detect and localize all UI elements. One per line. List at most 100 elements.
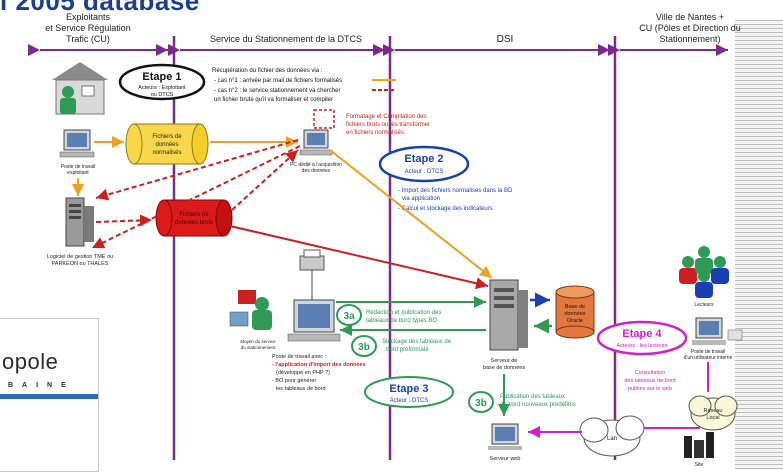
- people-icon-lecteurs: [679, 246, 729, 298]
- step-3b2-oval: [468, 391, 494, 413]
- step-3b-oval: [351, 335, 377, 357]
- poste-dtcs-label-4: - BO pour générer: [272, 378, 316, 384]
- fichiers-normalises-label-2: données: [155, 142, 178, 148]
- lecteurs-label: Lecteurs: [694, 302, 714, 308]
- recup-note-title: Récupération du fichier des données via …: [212, 68, 323, 74]
- page-title-fragment: l 2005 database: [0, 0, 200, 16]
- import-note-2: via application: [402, 196, 440, 202]
- poste-lecteur-label-2: d'un utilisateur interne: [684, 355, 733, 361]
- arrow-bruts-to-pc: [231, 149, 299, 211]
- column-header-ville-line3: Stationnement): [659, 34, 720, 44]
- poste-dtcs-label-1: Poste de travail avec :: [272, 354, 327, 360]
- step-3b-label: 3b: [358, 342, 370, 353]
- step-3b-note-1: Stockage des tableaux de: [382, 339, 452, 345]
- etape-3-subtitle: Acteur : DTCS: [390, 398, 429, 404]
- fichiers-normalises-label-3: normalisés: [152, 150, 181, 156]
- lan-label: Lan: [607, 436, 617, 442]
- consult-note-1: Consultation: [635, 370, 666, 376]
- logiciel-label-1: Logiciel de gestion TME ou: [47, 254, 113, 260]
- computer-icon-poste-dtcs: [287, 299, 341, 342]
- etape-2-title: Etape 2: [404, 153, 443, 165]
- arrow-pc-to-logiciel: [91, 145, 301, 249]
- step-3b2-label: 3b: [475, 398, 487, 409]
- oracle-label-1: Base de: [565, 304, 585, 310]
- site-label: Site: [695, 462, 704, 468]
- step-3b-note-2: bord préformaté: [386, 347, 429, 353]
- fichiers-bruts-label-1: Fichiers de: [179, 212, 209, 218]
- server-icon-database: [489, 279, 528, 351]
- database-cylinder-oracle: [555, 285, 595, 339]
- column-header-dsi: DSI: [497, 34, 514, 45]
- etape-1-subtitle2: ou DTCS: [151, 92, 174, 98]
- serveur-bd-label-2: base de données: [483, 365, 525, 371]
- fichiers-normalises-label-1: Fichiers de: [152, 134, 182, 140]
- computer-icon-serveur-web: [488, 423, 522, 450]
- computer-icon-exploitant: [59, 129, 95, 158]
- column-header-dtcs: Service du Stationnement de la DTCS: [210, 34, 362, 44]
- computer-icon-pc-dedie: [299, 129, 333, 156]
- column-header-ville-line2: CU (Pôles et Direction du: [639, 23, 741, 33]
- formatage-note-2: fichiers bruts ou les transformer: [346, 122, 430, 128]
- step-3b2-note-2: de bord nouveaux prédéfinis: [500, 402, 576, 408]
- oracle-label-2: données: [564, 311, 585, 317]
- import-note-1: - Import des fichiers normalisés dans la…: [398, 188, 513, 194]
- right-edge-stripes: [735, 20, 783, 470]
- etape-4-title: Etape 4: [622, 328, 662, 340]
- serveur-bd-label-1: Serveur de: [491, 358, 518, 364]
- fichiers-bruts-cylinder: [155, 199, 233, 237]
- arrow-logiciel-to-bruts: [95, 214, 153, 227]
- poste-dtcs-label-5: les tableaux de bord: [276, 386, 326, 392]
- etape-1-oval: [118, 63, 206, 101]
- reseau-local-label-2: Local: [706, 415, 719, 421]
- consult-note-2: des tableaux de bord: [624, 378, 675, 384]
- formatage-note-1: Formatage et Compilation des: [346, 114, 426, 120]
- computer-icon-poste-lecteur: [692, 317, 743, 345]
- printer-icon: [299, 249, 325, 271]
- arrow-pc-to-exploitant-red: [95, 139, 299, 201]
- person-icon-moyen-service: [229, 290, 272, 330]
- poste-dtcs-label-2: - l'application d'import des données: [272, 362, 366, 368]
- fichiers-bruts-label-2: données bruts: [175, 220, 213, 226]
- etape-4-subtitle: Acteurs : les lecteurs: [616, 343, 667, 349]
- cloud-icon-reseau-local: [688, 395, 738, 431]
- column-header-exploitants-line3: Trafic (CU): [66, 34, 110, 44]
- pc-dedie-label-1: PC dédié à l'acquisition: [290, 162, 342, 168]
- arrow-pc-to-server-orange: [329, 149, 493, 279]
- logo-bar: [0, 394, 98, 399]
- logiciel-label-2: PARKEON ou THALES: [52, 261, 109, 267]
- step-3b2-note-1: Publication des tableaux: [500, 394, 565, 400]
- step-3a-note-2: tableaux de bord types BO: [366, 318, 437, 324]
- column-header-exploitants-line2: et Service Régulation: [45, 23, 131, 33]
- poste-exploitant-label-2: exploitant: [67, 170, 89, 176]
- etape-1-title: Etape 1: [142, 71, 181, 83]
- oracle-label-3: Oracle: [567, 318, 583, 324]
- etape-3-title: Etape 3: [389, 383, 428, 395]
- moyen-service-label-2: du stationnement: [241, 345, 276, 350]
- etape-3-oval: [364, 376, 454, 408]
- etape-1-subtitle: Acteurs : Exploitant: [138, 85, 186, 91]
- logo-text: opole: [2, 349, 59, 374]
- reseau-local-label-1: Réseau: [704, 408, 723, 414]
- poste-dtcs-label-3: (développé en PHP ?): [276, 370, 330, 376]
- poste-lecteur-label-1: Poste de travail: [691, 349, 725, 355]
- step-3a-label: 3a: [343, 311, 355, 322]
- recup-note-2: - cas n°2 : le service stationnement va …: [214, 88, 340, 94]
- house-icon: [52, 62, 108, 115]
- formatage-note-3: en fichiers normalisés: [346, 130, 404, 136]
- etape-4-oval: [596, 320, 688, 356]
- etape-2-oval: [378, 145, 470, 183]
- import-note-3: - Calcul et stockage des indicateurs: [398, 206, 493, 212]
- column-header-exploitants-line1: Exploitants: [66, 12, 111, 22]
- etape-2-subtitle: Acteur : DTCS: [405, 169, 444, 175]
- recup-note-3: un fichier brute qu'il va formaliser et …: [214, 97, 333, 103]
- step-3a-note-1: Rédaction et publication des: [366, 310, 441, 316]
- logo-subtext: BAINE: [8, 382, 75, 389]
- poste-exploitant-label-1: Poste de travail: [61, 164, 95, 170]
- consult-note-3: publiés sur le web: [628, 386, 672, 392]
- logo-box: opole BAINE: [0, 318, 99, 472]
- moyen-service-label-1: Moyen du service: [240, 339, 276, 344]
- fichiers-normalises-cylinder: [125, 123, 209, 165]
- recup-note-1: - cas n°1 : arrivée par mail de fichiers…: [214, 78, 342, 84]
- pc-dedie-label-2: des données: [302, 168, 331, 174]
